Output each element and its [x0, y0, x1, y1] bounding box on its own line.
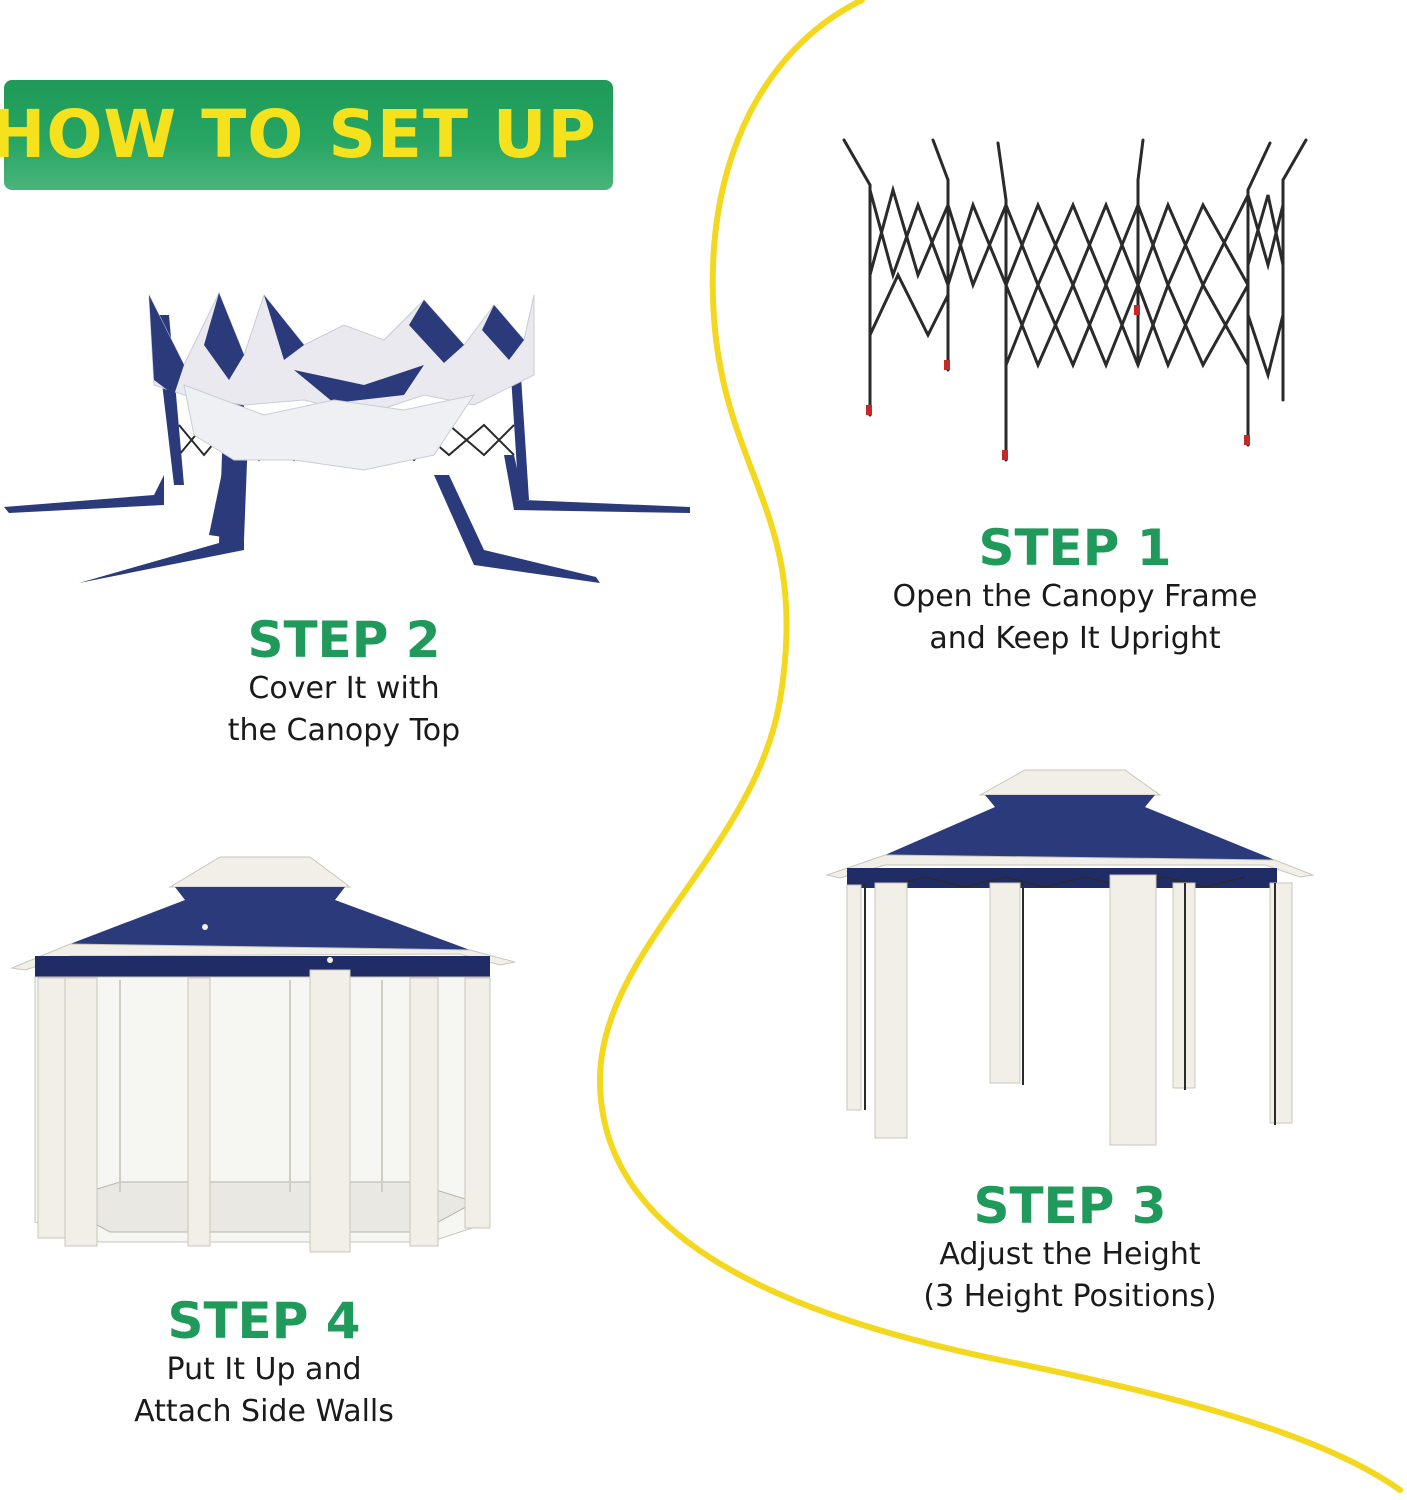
step-1-title: STEP 1 — [978, 519, 1172, 577]
step-1: STEP 1 Open the Canopy Frame and Keep It… — [815, 520, 1335, 660]
step-2-line1: Cover It with — [248, 671, 440, 706]
gazebo-with-netting-illustration — [10, 856, 516, 1253]
step-3: STEP 3 Adjust the Height (3 Height Posit… — [810, 1178, 1330, 1318]
step-2-title: STEP 2 — [247, 611, 441, 669]
header-banner: HOW TO SET UP — [0, 80, 613, 190]
step-3-line2: (3 Height Positions) — [923, 1279, 1217, 1314]
step-3-line1: Adjust the Height — [939, 1237, 1201, 1272]
step-2: STEP 2 Cover It with the Canopy Top — [84, 612, 604, 752]
step-4: STEP 4 Put It Up and Attach Side Walls — [4, 1293, 524, 1433]
step-4-line2: Attach Side Walls — [134, 1394, 394, 1429]
step-1-line2: and Keep It Upright — [929, 621, 1221, 656]
folding-frame-illustration — [842, 138, 1308, 462]
step-2-line2: the Canopy Top — [227, 713, 461, 748]
step-4-line1: Put It Up and — [166, 1352, 362, 1387]
step-3-title: STEP 3 — [973, 1177, 1167, 1235]
step-4-title: STEP 4 — [167, 1292, 361, 1350]
page-title: HOW TO SET UP — [0, 96, 597, 173]
gazebo-with-curtains-illustration — [825, 769, 1315, 1146]
step-1-line1: Open the Canopy Frame — [892, 579, 1258, 614]
canopy-top-draped-illustration — [4, 291, 690, 583]
